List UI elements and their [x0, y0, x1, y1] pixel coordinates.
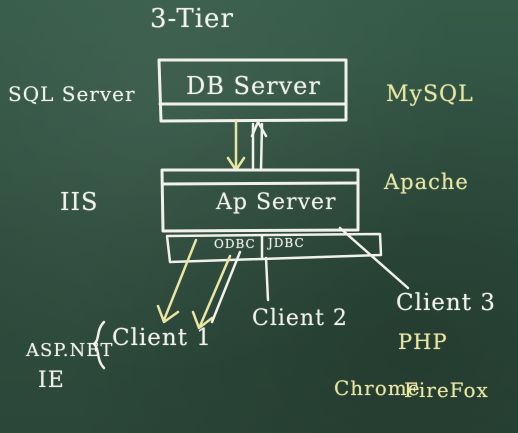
- php-label: PHP: [398, 330, 448, 354]
- page-title: 3-Tier: [150, 4, 234, 34]
- ie-label: IE: [38, 368, 65, 393]
- iis-label: IIS: [60, 188, 99, 216]
- db-ap-arrows: [226, 118, 268, 172]
- client1-label: Client 1: [112, 325, 212, 351]
- apache-label: Apache: [384, 170, 469, 194]
- sql-server-label: SQL Server: [8, 82, 136, 106]
- odbc-label: ODBC: [214, 237, 256, 251]
- client3-label: Client 3: [396, 290, 496, 316]
- jdbc-label: JDBC: [268, 236, 305, 250]
- aspnet-label: ASP.NET: [26, 340, 114, 361]
- client-connection-lines: [156, 226, 410, 330]
- chrome-label: Chrome: [334, 376, 421, 400]
- firefox-label: FireFox: [404, 378, 489, 402]
- client1-brace: [92, 320, 106, 370]
- db-server-label: DB Server: [186, 72, 321, 100]
- db-server-box: [157, 58, 348, 123]
- mysql-label: MySQL: [386, 82, 474, 107]
- ap-server-label: Ap Server: [216, 190, 337, 215]
- client2-label: Client 2: [252, 306, 348, 331]
- ap-server-box: [160, 168, 360, 233]
- db-connector-bus: [165, 232, 383, 264]
